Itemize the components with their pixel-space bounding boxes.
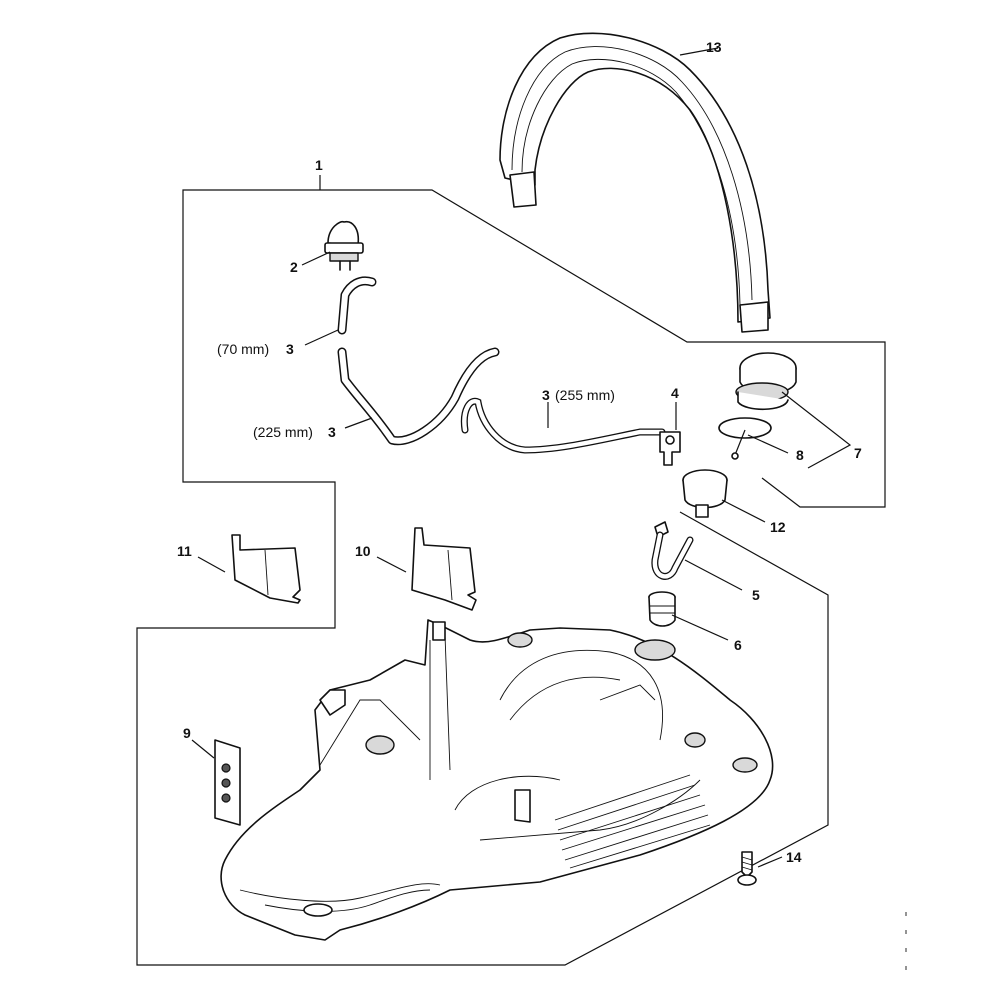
screw-part [737, 851, 757, 886]
leader-lines [191, 47, 852, 868]
assembly-1-outline [136, 189, 886, 966]
o-ring-part [718, 417, 772, 460]
callout-5: 5 [752, 587, 760, 603]
decal-label-part [214, 739, 241, 826]
fuel-hose-255mm-part [460, 397, 666, 454]
callout-4: 4 [671, 385, 679, 401]
fuel-pickup-part [651, 521, 694, 580]
fuel-hose-225mm-part [337, 347, 500, 446]
callout-3a: 3 [286, 341, 294, 357]
callout-12: 12 [770, 519, 786, 535]
handle-bar-part [499, 32, 771, 333]
callout-labels: 1 2 (70 mm) 3 (225 mm) 3 3 (255 mm) 4 5 … [177, 39, 862, 865]
callout-9: 9 [183, 725, 191, 741]
callout-3b: 3 [328, 424, 336, 440]
callout-3c: 3 [542, 387, 550, 403]
callout-3c-length: (255 mm) [555, 387, 615, 403]
grommet-part [648, 591, 676, 627]
tank-vent-part [682, 469, 728, 518]
tank-cap-part [735, 352, 797, 411]
main-housing-part [220, 619, 774, 941]
callout-1: 1 [315, 157, 323, 173]
callout-3a-length: (70 mm) [217, 341, 269, 357]
callout-13: 13 [706, 39, 722, 55]
bracket-part-11 [231, 534, 301, 604]
bracket-part-10 [411, 527, 477, 611]
fuel-hose-70mm-part [337, 276, 377, 335]
callout-14: 14 [786, 849, 802, 865]
callout-8: 8 [796, 447, 804, 463]
callout-7: 7 [854, 445, 862, 461]
callout-6: 6 [734, 637, 742, 653]
callout-3b-length: (225 mm) [253, 424, 313, 440]
callout-11: 11 [177, 543, 192, 559]
callout-2: 2 [290, 259, 298, 275]
primer-bulb-part [324, 220, 364, 271]
callout-10: 10 [355, 543, 371, 559]
elbow-fitting-part [659, 431, 681, 466]
